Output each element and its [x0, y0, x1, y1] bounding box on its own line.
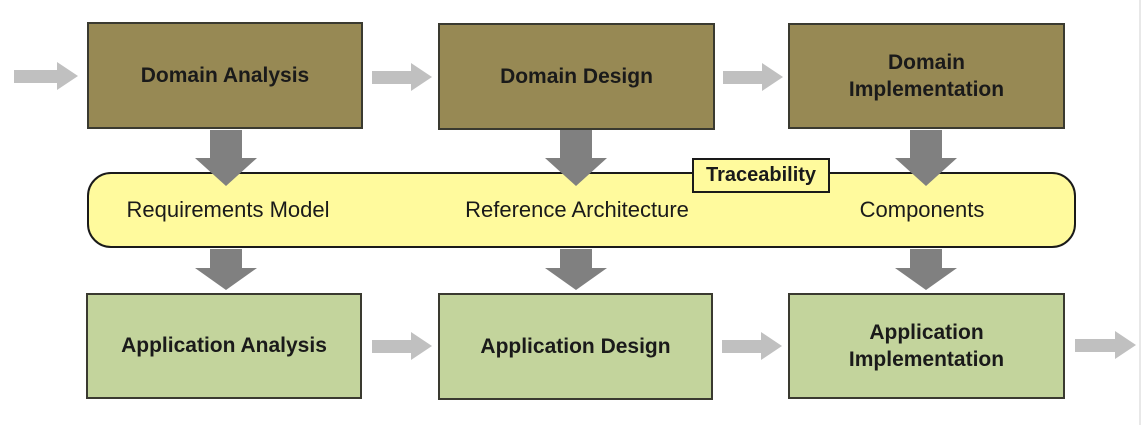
box-domain-design: Domain Design [438, 23, 715, 130]
arrow-right-application-analysis-to-design-icon [372, 332, 432, 360]
box-application-analysis: Application Analysis [86, 293, 362, 399]
band-label-reference-architecture: Reference Architecture [465, 197, 689, 222]
arrow-down-band-to-application-design-icon [545, 249, 607, 290]
band-label-components: Components [859, 197, 985, 222]
box-domain-implementation: Domain Implementation [788, 23, 1065, 129]
band-label-requirements-model: Requirements Model [126, 197, 330, 222]
arrow-right-exit-icon [1075, 331, 1136, 359]
arrow-down-band-to-application-analysis-icon [195, 249, 257, 290]
arrow-down-band-to-application-implementation-icon [895, 249, 957, 290]
page-edge-line [1139, 0, 1141, 425]
arrow-right-application-design-to-implementation-icon [722, 332, 782, 360]
box-domain-analysis: Domain Analysis [87, 22, 363, 129]
traceability-tag: Traceability [692, 158, 830, 193]
box-application-design: Application Design [438, 293, 713, 400]
box-application-implementation: Application Implementation [788, 293, 1065, 399]
arrow-right-entry-icon [14, 62, 78, 90]
arrow-right-domain-analysis-to-design-icon [372, 63, 432, 91]
arrow-right-domain-design-to-implementation-icon [723, 63, 783, 91]
